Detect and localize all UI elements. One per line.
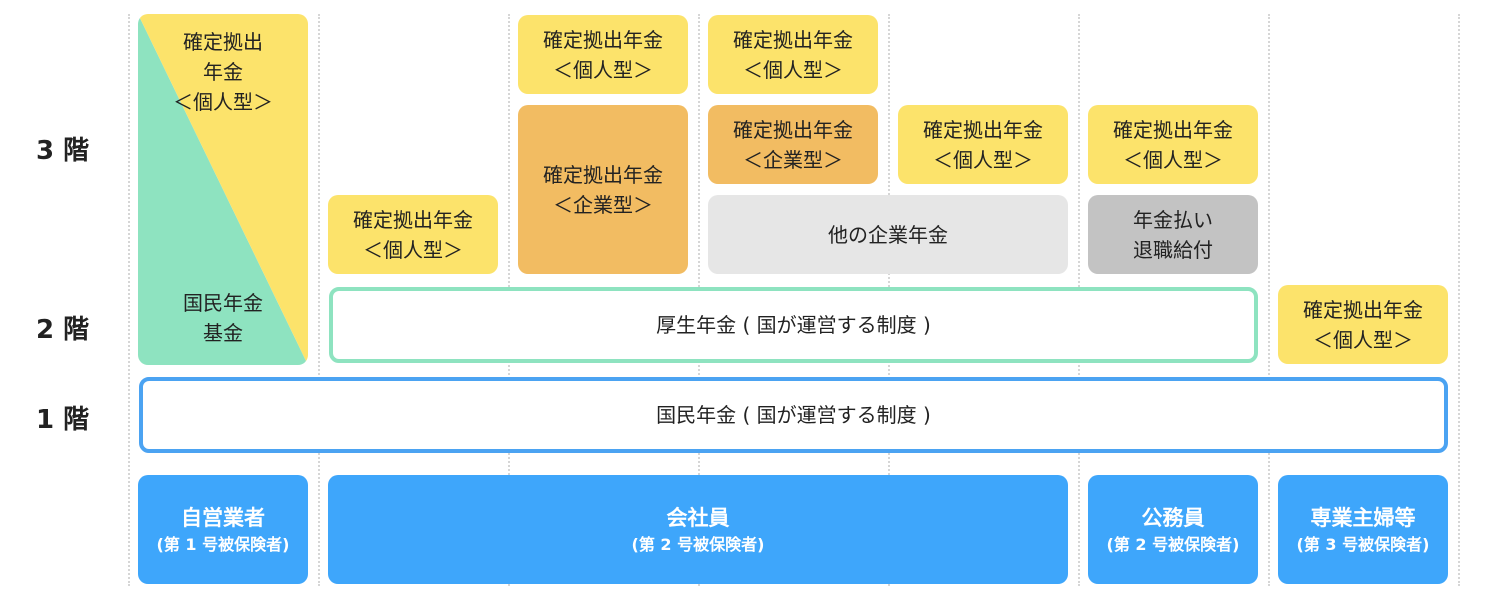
split-shape xyxy=(138,14,308,365)
category-homemaker: 専業主婦等 (第 3 号被保険者) xyxy=(1278,475,1448,584)
ideco-label: 確定拠出年金 ＜個人型＞ xyxy=(923,117,1043,172)
national-pension-box: 国民年金 ( 国が運営する制度 ) xyxy=(139,377,1448,453)
other-corporate-pension-label: 他の企業年金 xyxy=(828,222,948,247)
ideco-label: 確定拠出年金 ＜個人型＞ xyxy=(543,27,663,82)
ideco-box-col7: 確定拠出年金 ＜個人型＞ xyxy=(1278,285,1448,364)
corporate-dc-label: 確定拠出年金 ＜企業型＞ xyxy=(543,162,663,217)
employees-pension-box: 厚生年金 ( 国が運営する制度 ) xyxy=(329,287,1258,363)
annuity-retirement-box: 年金払い 退職給付 xyxy=(1088,195,1258,274)
national-pension-label: 国民年金 ( 国が運営する制度 ) xyxy=(656,403,931,427)
category-name: 公務員 xyxy=(1141,505,1205,530)
category-insured-type: (第 1 号被保険者) xyxy=(156,534,290,554)
self-employed-ideco-label: 確定拠出 年金 ＜個人型＞ xyxy=(173,30,273,114)
category-name: 会社員 xyxy=(666,505,730,530)
corporate-dc-label: 確定拠出年金 ＜企業型＞ xyxy=(733,117,853,172)
corporate-dc-box-col3: 確定拠出年金 ＜企業型＞ xyxy=(518,105,688,274)
ideco-label: 確定拠出年金 ＜個人型＞ xyxy=(1113,117,1233,172)
annuity-retirement-label: 年金払い 退職給付 xyxy=(1133,207,1213,262)
floor-3-label: 3 階 xyxy=(36,136,90,166)
ideco-box-col4: 確定拠出年金 ＜個人型＞ xyxy=(708,15,878,94)
column-divider xyxy=(128,14,130,586)
ideco-box-col2: 確定拠出年金 ＜個人型＞ xyxy=(328,195,498,274)
other-corporate-pension-box: 他の企業年金 xyxy=(708,195,1068,274)
ideco-box-col3: 確定拠出年金 ＜個人型＞ xyxy=(518,15,688,94)
column-divider xyxy=(318,14,320,586)
category-name: 専業主婦等 xyxy=(1310,505,1416,530)
ideco-label: 確定拠出年金 ＜個人型＞ xyxy=(1303,297,1423,352)
ideco-box-col6: 確定拠出年金 ＜個人型＞ xyxy=(1088,105,1258,184)
category-name: 自営業者 xyxy=(181,505,265,530)
category-company-employee: 会社員 (第 2 号被保険者) xyxy=(328,475,1068,584)
ideco-label: 確定拠出年金 ＜個人型＞ xyxy=(733,27,853,82)
corporate-dc-box-col4: 確定拠出年金 ＜企業型＞ xyxy=(708,105,878,184)
self-employed-split-box: 確定拠出 年金 ＜個人型＞ 国民年金 基金 xyxy=(138,14,308,365)
employees-pension-label: 厚生年金 ( 国が運営する制度 ) xyxy=(656,313,931,337)
floor-1-label: 1 階 xyxy=(36,405,90,435)
column-divider xyxy=(1268,14,1270,586)
category-insured-type: (第 2 号被保険者) xyxy=(1106,534,1240,554)
category-self-employed: 自営業者 (第 1 号被保険者) xyxy=(138,475,308,584)
category-civil-servant: 公務員 (第 2 号被保険者) xyxy=(1088,475,1258,584)
ideco-box-col5: 確定拠出年金 ＜個人型＞ xyxy=(898,105,1068,184)
category-insured-type: (第 2 号被保険者) xyxy=(631,534,765,554)
category-insured-type: (第 3 号被保険者) xyxy=(1296,534,1430,554)
national-pension-fund-label: 国民年金 基金 xyxy=(183,291,263,345)
ideco-area xyxy=(138,14,308,365)
column-divider xyxy=(1458,14,1460,586)
ideco-label: 確定拠出年金 ＜個人型＞ xyxy=(353,207,473,262)
floor-2-label: 2 階 xyxy=(36,315,90,345)
